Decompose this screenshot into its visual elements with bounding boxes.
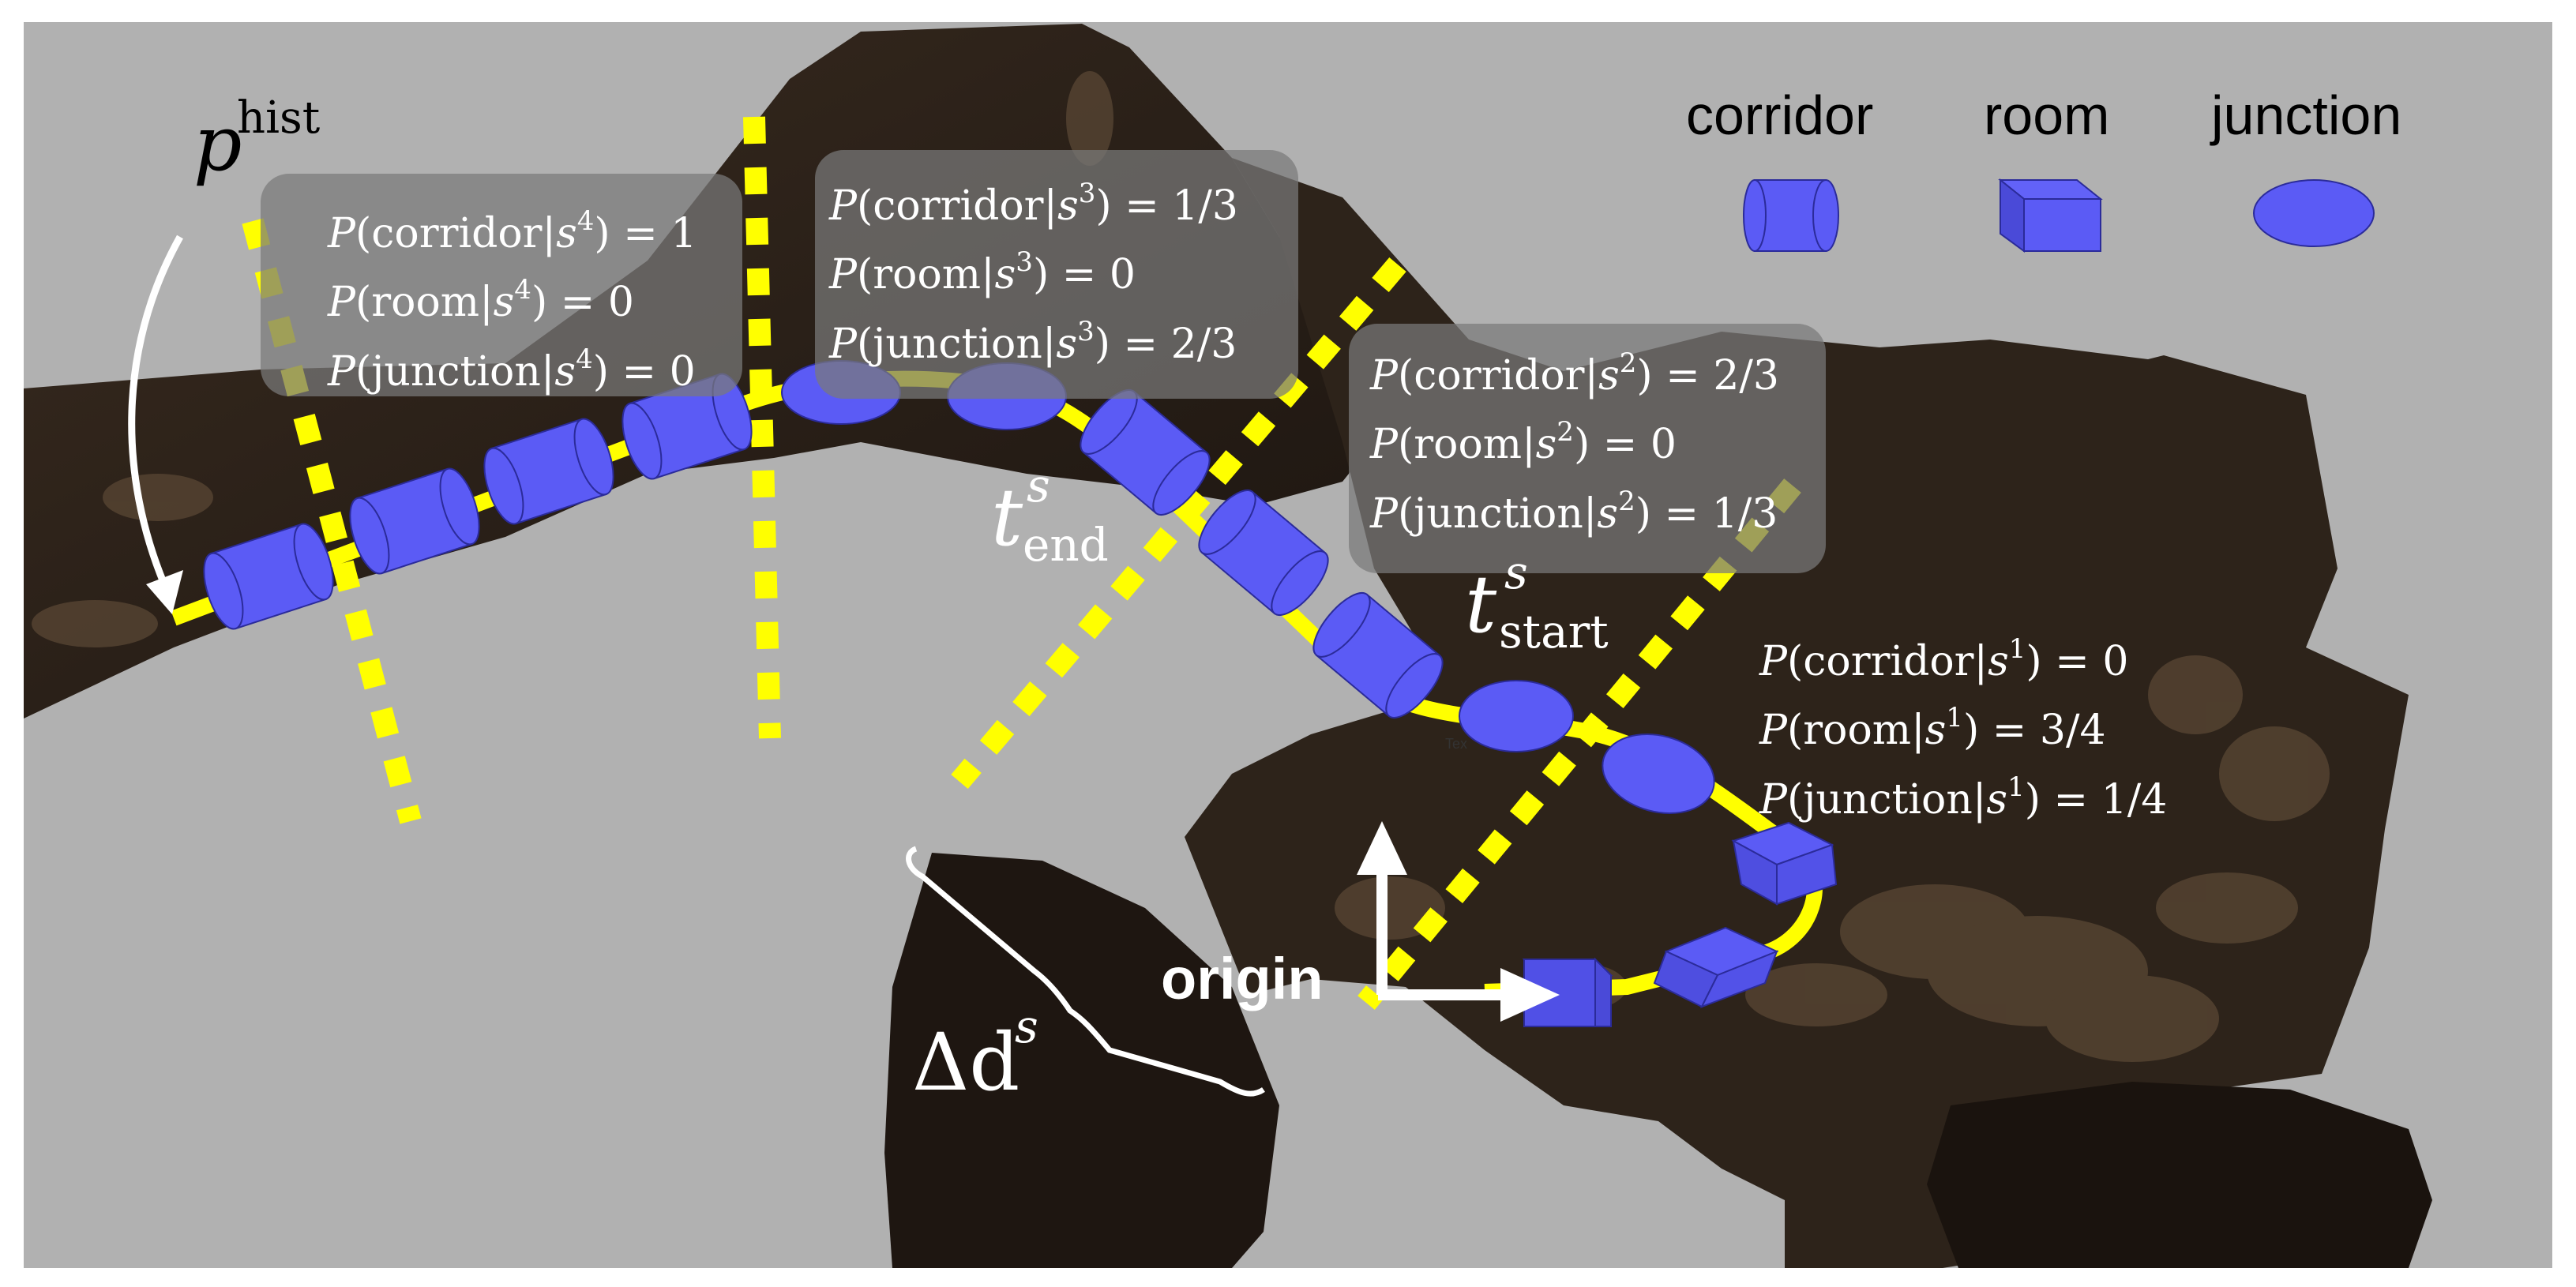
legend-corridor-icon	[1743, 179, 1839, 252]
corridor-marker	[203, 523, 334, 630]
prob-s1-junction: P(junction|s1) = 1/4	[1759, 771, 2167, 824]
prob-s2-junction: P(junction|s2) = 1/3	[1369, 486, 1778, 538]
delta-d-label: Δd s	[912, 1000, 1038, 1109]
legend-room-label: room	[1984, 84, 2109, 146]
origin-axes	[1357, 821, 1560, 1022]
origin-x-arrowhead	[1500, 968, 1560, 1022]
svg-text:t: t	[991, 471, 1023, 564]
boundary-line-3	[951, 257, 1406, 790]
prob-s1-corridor: P(corridor|s1) = 0	[1759, 633, 2128, 685]
prob-s4-room: P(room|s4) = 0	[327, 274, 634, 326]
legend-junction-label: junction	[2210, 84, 2401, 146]
prob-s4-corridor: P(corridor|s4) = 1	[327, 205, 697, 257]
prob-text-s4: P(corridor|s4) = 1 P(room|s4) = 0 P(junc…	[327, 205, 697, 396]
prob-box-s4	[261, 174, 742, 396]
svg-text:t: t	[1465, 558, 1497, 651]
svg-text:Δd: Δd	[912, 1016, 1020, 1109]
svg-text:s: s	[1027, 459, 1050, 512]
prob-box-s2	[1349, 324, 1826, 573]
p-hist-arrow	[128, 235, 183, 586]
room-markers	[1522, 821, 1838, 1027]
svg-text:hist: hist	[237, 92, 321, 144]
legend-room-icon	[1998, 178, 2103, 253]
boundary-line-2	[743, 116, 781, 739]
svg-text:s: s	[1015, 1000, 1038, 1053]
prob-text-s1: P(corridor|s1) = 0 P(room|s1) = 3/4 P(ju…	[1759, 633, 2167, 824]
cave-bottom-right-lobe	[1927, 1082, 2432, 1268]
probability-boxes	[261, 150, 1826, 573]
prob-s3-room: P(room|s3) = 0	[828, 246, 1136, 298]
t-start-label: t s start	[1465, 546, 1609, 659]
cave-rock-texture	[32, 71, 2330, 1062]
prob-box-s3	[815, 150, 1298, 399]
prob-s4-junction: P(junction|s4) = 0	[327, 343, 696, 396]
legend-corridor-label: corridor	[1686, 84, 1873, 146]
corridor-marker	[483, 418, 614, 525]
prob-text-s3: P(corridor|s3) = 1/3 P(room|s3) = 0 P(ju…	[828, 178, 1238, 368]
p-hist-label: p hist	[193, 92, 321, 188]
delta-d-brace	[906, 846, 1265, 1097]
prob-s1-room: P(room|s1) = 3/4	[1759, 702, 2106, 754]
legend: corridor room junction	[1686, 84, 2401, 253]
room-marker	[1653, 926, 1779, 1008]
corridor-markers	[203, 373, 1444, 719]
svg-text:s: s	[1504, 546, 1528, 599]
p-hist-arrowhead	[146, 570, 183, 614]
corridor-marker	[1198, 490, 1329, 616]
origin-y-arrowhead	[1357, 821, 1407, 875]
room-marker	[1731, 821, 1838, 906]
junction-marker	[1459, 680, 1574, 752]
svg-text:p: p	[193, 99, 242, 188]
prob-s3-junction: P(junction|s3) = 2/3	[828, 316, 1237, 368]
corridor-marker	[349, 467, 480, 575]
svg-text:end: end	[1023, 518, 1109, 572]
prob-s2-room: P(room|s2) = 0	[1369, 416, 1677, 468]
corridor-marker	[1312, 592, 1444, 719]
tiny-label: Tex	[1445, 736, 1467, 752]
origin-label: origin	[1161, 946, 1324, 1011]
t-end-label: t s end	[991, 459, 1109, 572]
svg-text:start: start	[1499, 605, 1609, 659]
prob-s2-corridor: P(corridor|s2) = 2/3	[1369, 347, 1779, 400]
prob-s3-corridor: P(corridor|s3) = 1/3	[828, 178, 1238, 230]
prob-text-s2: P(corridor|s2) = 2/3 P(room|s2) = 0 P(ju…	[1369, 347, 1779, 538]
corridor-marker	[1080, 389, 1211, 516]
cave-lower-lobe	[884, 853, 1279, 1268]
legend-junction-icon	[2253, 179, 2375, 247]
junction-marker	[1602, 734, 1715, 814]
